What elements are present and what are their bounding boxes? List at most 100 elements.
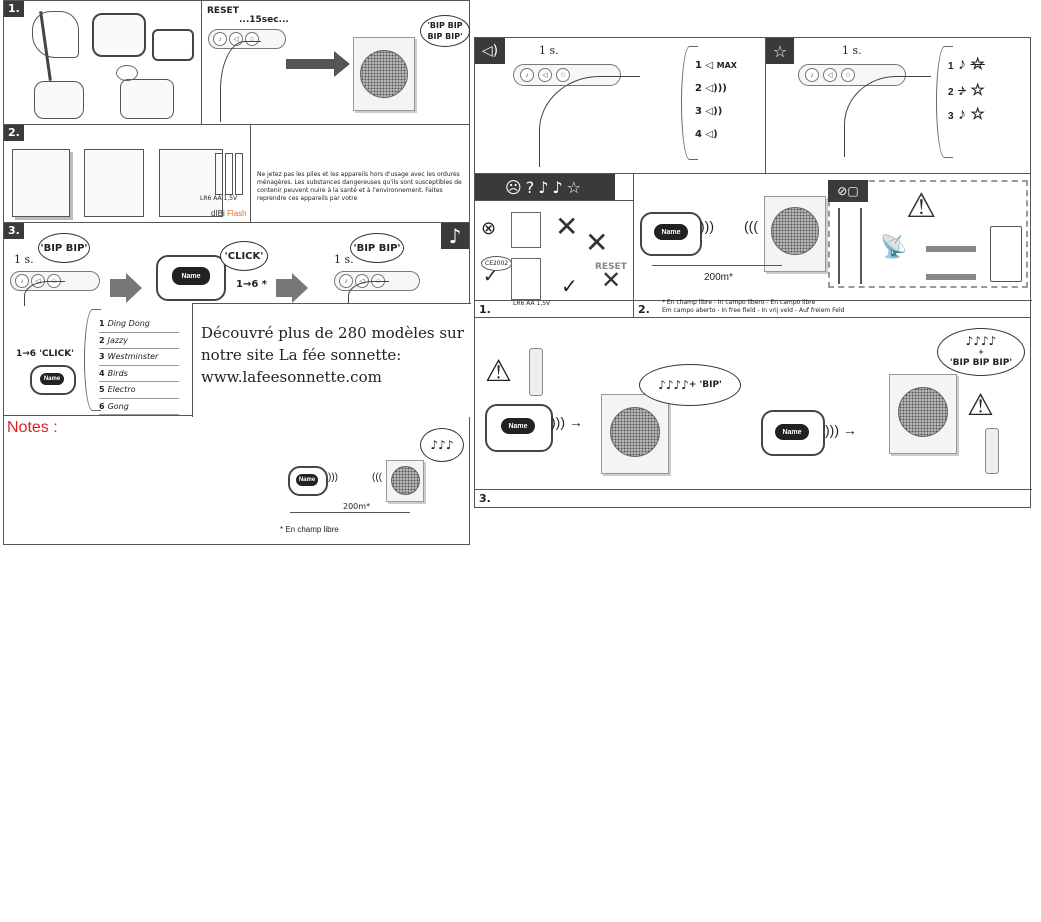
trouble3-signal-right: ))) →: [825, 422, 857, 438]
music-note-icon: ♪: [441, 223, 469, 249]
battery-warning-text: Ne jetez pas les piles et les appareils …: [257, 171, 462, 202]
receiver-buttons: ♪ ◁ ☆: [208, 29, 286, 49]
interference-box: [828, 180, 1028, 288]
battery-label-trouble: LR6 AA 1,5V: [513, 300, 551, 307]
trouble2-speaker: [764, 196, 826, 272]
button-unit: [34, 81, 84, 119]
melody-bracket: [936, 46, 953, 158]
ringtone-bracket: [84, 309, 101, 411]
battery-label: LR6 AA 1,5V: [200, 195, 238, 202]
trouble2-signal-right: (((: [744, 218, 758, 234]
volume-button-icon: ◁: [538, 68, 552, 82]
volume-panel: ◁) 1 s. ♪ ◁ ☆ 1 ◁ MAX 2 ◁))) 3 ◁)) 4 ◁): [474, 37, 766, 174]
finger-press: [220, 41, 261, 122]
notes-distance-line: [290, 512, 410, 513]
trouble3-bubble-right: ♪♪♪♪ + 'BIP BIP BIP': [937, 328, 1025, 376]
reset-timer: ...15sec...: [239, 15, 289, 25]
click-label: 1→6 'CLICK': [16, 349, 74, 359]
finger-press-right: [348, 281, 389, 306]
trouble3-battery-right: [985, 428, 999, 474]
melody-row-2: 2 ♪ ☆: [948, 82, 985, 99]
cross-icon-1: ⊗: [481, 218, 497, 238]
x-icon-1: ✕: [555, 211, 579, 242]
bip-bubble: 'BIP BIP BIP BIP': [420, 15, 470, 47]
press-duration-left: 1 s.: [14, 253, 34, 266]
melody-button-icon: ♪: [805, 68, 819, 82]
name-tag-small: Name: [40, 373, 64, 385]
big-arrow-head: [334, 51, 350, 77]
trouble2-distance-line: [652, 265, 782, 266]
step2-divider: [250, 125, 251, 224]
troubleshoot-icons: ☹?♪♪☆: [475, 174, 615, 200]
arrow-2-body: [276, 279, 292, 297]
melody-press-duration: 1 s.: [842, 44, 862, 57]
volume-press-duration: 1 s.: [539, 44, 559, 57]
trouble1-number: 1.: [475, 302, 495, 318]
button-cover: [152, 29, 194, 61]
no-signal-icon: ⊘▢: [828, 180, 868, 202]
step2-panel: 2. LR6 AA 1,5V dIBi Flash Ne jetez pas l…: [3, 124, 470, 224]
trouble2-footer-divider: [634, 300, 1032, 301]
step1-panel: 1. RESET ...15sec... ♪ ◁ ☆ 'BIP BIP BIP …: [3, 0, 470, 126]
battery-1: [215, 153, 223, 195]
trouble2-panel: Name ))) ((( 200m* ⊘▢ ⚠ 📡 2. * En champ …: [633, 173, 1032, 318]
trouble3-speaker-right: [889, 374, 957, 454]
x-icon-3: ✕: [601, 267, 622, 294]
trouble2-footnote-2: Em campo aberto - In free field - In vri…: [662, 307, 845, 314]
reset-label: RESET: [207, 6, 239, 16]
melody-button-icon: ♪: [520, 68, 534, 82]
trouble2-doorbell: Name: [640, 212, 702, 256]
trouble3-speaker-left: [601, 394, 669, 474]
melody-panel: ☆ 1 s. ♪ ◁ ☆ 1 ♪ ☆ 2 ♪ ☆ 3 ♪ ☆: [765, 37, 1031, 174]
notes-melody-bubble: ♪♪♪: [420, 428, 464, 462]
name-tag: Name: [172, 267, 210, 285]
melody-button-icon: ♪: [213, 32, 227, 46]
trouble3-name-tag-left: Name: [501, 418, 535, 434]
fridge-icon: [990, 226, 1022, 282]
check-icon-2: ✓: [561, 276, 578, 298]
batteries-icon-2: [511, 258, 541, 300]
brand-logo: dIBi Flash: [211, 209, 247, 218]
volume-level-2: 2 ◁))): [695, 83, 727, 94]
melody-finger-press: [844, 76, 931, 157]
trouble3-battery-left: [529, 348, 543, 396]
promo-line-1: Découvré plus de 280 modèles sur: [201, 324, 464, 342]
warning-icon: ⚠: [906, 187, 937, 225]
melody-button-icon: ♪: [15, 274, 29, 288]
open-button-unit: [92, 13, 146, 57]
cr2032-label: [116, 65, 138, 81]
notes-title: Notes :: [7, 419, 58, 436]
trouble3-warning-left: ⚠: [485, 355, 512, 388]
trouble1-footer-divider: [475, 300, 635, 301]
step1-divider: [201, 1, 202, 126]
hand-illustration: [32, 11, 79, 58]
check-icon-1: ✓: [483, 266, 499, 286]
press-duration-right: 1 s.: [334, 253, 354, 266]
doorbell-button: Name: [156, 255, 226, 301]
trouble3-number: 3.: [475, 491, 495, 507]
promo-box: Découvré plus de 280 modèles sur notre s…: [192, 303, 471, 417]
brand-a: dIBi: [211, 209, 225, 218]
melody-row-1: 1 ♪ ☆: [948, 56, 985, 73]
trouble2-name-tag: Name: [654, 224, 688, 240]
girder-icon: [926, 246, 976, 280]
melody-button-icon: ♪: [339, 274, 353, 288]
notes-distance: 200m*: [343, 502, 371, 511]
trouble3-warning-right: ⚠: [967, 389, 994, 422]
batteries-icon: [511, 212, 541, 248]
promo-website-link[interactable]: www.lafeesonnette.com: [201, 368, 382, 386]
arrow-1-body: [110, 279, 126, 297]
trouble3-footer-divider: [475, 489, 1032, 490]
battery-2: [225, 153, 233, 195]
promo-line-2: notre site La fée sonnette:: [201, 346, 402, 364]
trouble3-signal-left: ))) →: [551, 414, 583, 430]
step3-panel: 3. ♪ 'BIP BIP' 1 s. ♪ ◁ ☆ Name 'CLICK' 1…: [3, 222, 471, 417]
troubleshoot-header-divider: [475, 200, 635, 201]
volume-level-3: 3 ◁)): [695, 106, 723, 117]
volume-level-4: 4 ◁): [695, 129, 718, 140]
reset-label-trouble: RESET: [595, 262, 627, 272]
